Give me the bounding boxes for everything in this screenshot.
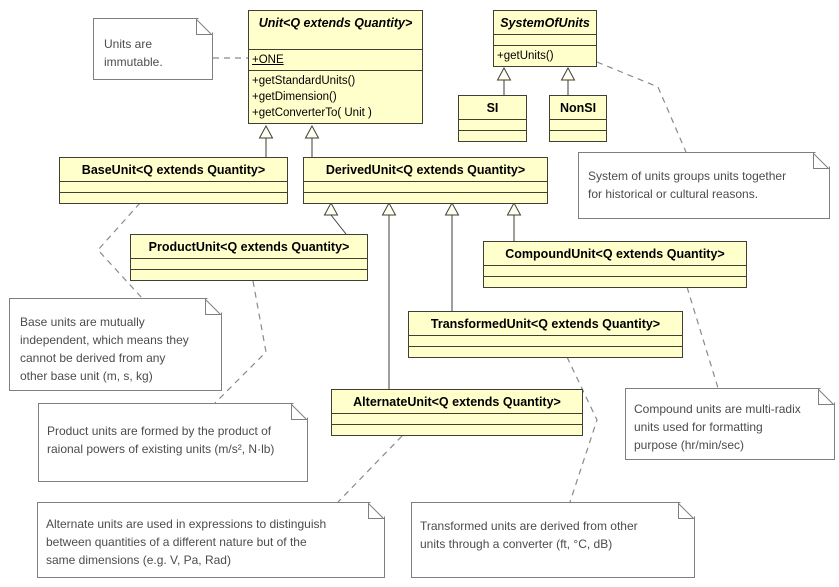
note-text: Alternate units are used in expressions … — [46, 517, 327, 567]
generalization-edge-alternateunit-derivedunit — [381, 201, 397, 389]
class-si[interactable]: SI — [458, 95, 527, 142]
note-system-of-units[interactable]: System of units groups units together fo… — [578, 152, 830, 219]
empty-compartment — [484, 276, 746, 287]
note-fold-icon — [818, 389, 834, 405]
empty-compartment — [332, 424, 582, 435]
empty-compartment — [459, 119, 526, 130]
note-product-units[interactable]: Product units are formed by the product … — [38, 403, 308, 482]
note-fold-icon — [196, 19, 212, 35]
class-title: CompoundUnit<Q extends Quantity> — [505, 247, 725, 261]
class-alternateunit[interactable]: AlternateUnit<Q extends Quantity> — [331, 389, 583, 436]
class-title: DerivedUnit<Q extends Quantity> — [325, 163, 526, 177]
note-units-immutable[interactable]: Units are immutable. — [93, 18, 213, 80]
empty-compartment — [332, 413, 582, 424]
class-methods: +getUnits() — [494, 45, 596, 66]
note-fold-icon — [291, 404, 307, 420]
empty-compartment — [131, 258, 367, 269]
generalization-edge-nonsi-systemofunits — [560, 66, 576, 95]
method: +getStandardUnits() — [252, 75, 356, 87]
class-title: BaseUnit<Q extends Quantity> — [81, 163, 266, 177]
note-compound-units[interactable]: Compound units are multi-radix units use… — [625, 388, 835, 460]
class-title: ProductUnit<Q extends Quantity> — [148, 240, 350, 254]
class-methods: +getStandardUnits() +getDimension() +get… — [249, 70, 422, 123]
note-anchor-productunit — [214, 280, 267, 404]
note-anchor-transformedunit — [566, 356, 598, 503]
class-productunit[interactable]: ProductUnit<Q extends Quantity> — [130, 234, 368, 281]
note-transformed-units[interactable]: Transformed units are derived from other… — [411, 502, 695, 578]
class-title: AlternateUnit<Q extends Quantity> — [353, 395, 561, 409]
class-attributes: +ONE — [249, 49, 422, 70]
generalization-edge-si-systemofunits — [496, 66, 512, 95]
note-text: Product units are formed by the product … — [47, 424, 275, 456]
note-fold-icon — [813, 153, 829, 169]
method: +getConverterTo( Unit ) — [252, 107, 372, 119]
note-text: System of units groups units together fo… — [588, 169, 787, 201]
empty-compartment — [304, 181, 547, 192]
class-baseunit[interactable]: BaseUnit<Q extends Quantity> — [59, 157, 288, 204]
class-title: NonSI — [559, 101, 597, 115]
note-fold-icon — [205, 299, 221, 315]
empty-compartment — [550, 119, 606, 130]
note-anchor-alternateunit — [337, 435, 403, 503]
generalization-edge-baseunit-unit — [258, 124, 274, 157]
note-text: Units are immutable. — [104, 37, 163, 69]
generalization-edge-productunit-derivedunit — [323, 201, 347, 235]
generalization-edge-compoundunit-derivedunit — [506, 201, 522, 241]
empty-compartment — [459, 130, 526, 141]
note-fold-icon — [678, 503, 694, 519]
class-title: SystemOfUnits — [500, 16, 590, 30]
empty-compartment — [304, 192, 547, 203]
empty-compartment — [484, 265, 746, 276]
note-text: Compound units are multi-radix units use… — [634, 402, 801, 452]
class-systemofunits[interactable]: SystemOfUnits +getUnits() — [493, 10, 597, 67]
generalization-edge-derivedunit-unit — [304, 124, 320, 157]
class-nonsi[interactable]: NonSI — [549, 95, 607, 142]
attribute-one: +ONE — [252, 54, 284, 66]
note-text: Transformed units are derived from other… — [420, 519, 638, 551]
class-compoundunit[interactable]: CompoundUnit<Q extends Quantity> — [483, 241, 747, 288]
empty-compartment — [60, 192, 287, 203]
class-unit[interactable]: Unit<Q extends Quantity> +ONE +getStanda… — [248, 10, 423, 124]
note-alternate-units[interactable]: Alternate units are used in expressions … — [37, 502, 385, 578]
empty-compartment — [550, 130, 606, 141]
empty-compartment — [60, 181, 287, 192]
class-derivedunit[interactable]: DerivedUnit<Q extends Quantity> — [303, 157, 548, 204]
empty-compartment — [409, 346, 682, 357]
note-anchor-systemofunits — [596, 61, 687, 153]
method: +getDimension() — [252, 91, 337, 103]
note-anchor-compoundunit — [686, 286, 719, 389]
empty-compartment — [494, 34, 596, 45]
empty-compartment — [131, 269, 367, 280]
note-base-units[interactable]: Base units are mutually independent, whi… — [9, 298, 222, 391]
method: +getUnits() — [497, 50, 554, 62]
class-title: SI — [486, 101, 499, 115]
class-title: TransformedUnit<Q extends Quantity> — [430, 317, 661, 331]
generalization-edge-transformedunit-derivedunit — [444, 201, 460, 311]
class-title: Unit<Q extends Quantity> — [258, 16, 413, 30]
note-fold-icon — [368, 503, 384, 519]
class-transformedunit[interactable]: TransformedUnit<Q extends Quantity> — [408, 311, 683, 358]
empty-compartment — [409, 335, 682, 346]
note-text: Base units are mutually independent, whi… — [20, 315, 189, 383]
